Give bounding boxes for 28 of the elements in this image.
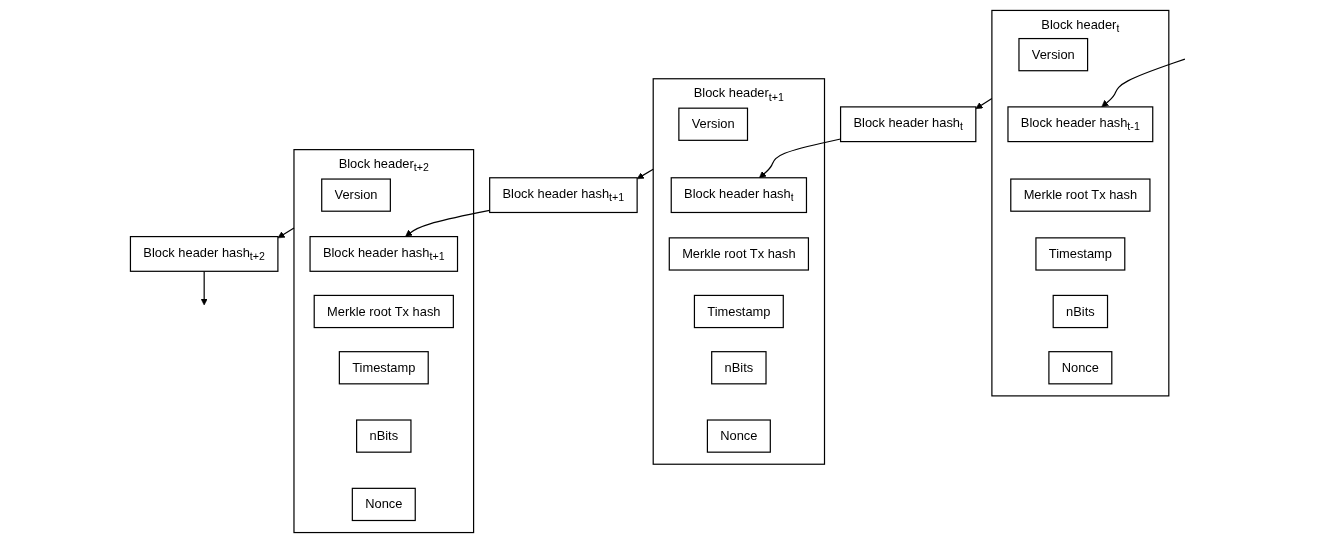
arrow: [637, 168, 655, 180]
node-box: Timestamp: [1035, 237, 1126, 271]
arrow: [201, 270, 209, 306]
node-box: Timestamp: [694, 294, 785, 329]
node-box: Nonce: [1048, 351, 1113, 385]
arrow: [975, 97, 993, 109]
node-box: Block header hash$_{t}$: [671, 177, 808, 214]
node-box: Version: [678, 107, 749, 141]
node-box: Merkle root Tx hash: [669, 237, 810, 271]
arrow: [278, 227, 296, 239]
node-box: Block header hash$_{t+1}$: [489, 177, 639, 214]
node-box: Block header hash$_{t}$: [840, 106, 977, 143]
node-box: nBits: [1053, 294, 1109, 329]
node-box: Block header hash$_{t+1}$: [309, 236, 459, 272]
node-box: nBits: [711, 351, 768, 385]
node-box: nBits: [356, 419, 412, 453]
node-box: Version: [321, 178, 392, 212]
node-box: Block header hash$_{t-1}$: [1007, 106, 1154, 143]
node-box: Version: [1018, 37, 1089, 72]
arrow: [1101, 58, 1186, 108]
arrow: [759, 138, 842, 179]
arrow: [405, 209, 491, 237]
node-box: Merkle root Tx hash: [314, 294, 455, 329]
node-box: Nonce: [352, 487, 417, 522]
node-box: Nonce: [707, 419, 772, 453]
node-box: Timestamp: [339, 351, 430, 385]
node-box: Merkle root Tx hash: [1010, 178, 1151, 212]
node-box: Block header hash$_{t+2}$: [130, 236, 279, 272]
